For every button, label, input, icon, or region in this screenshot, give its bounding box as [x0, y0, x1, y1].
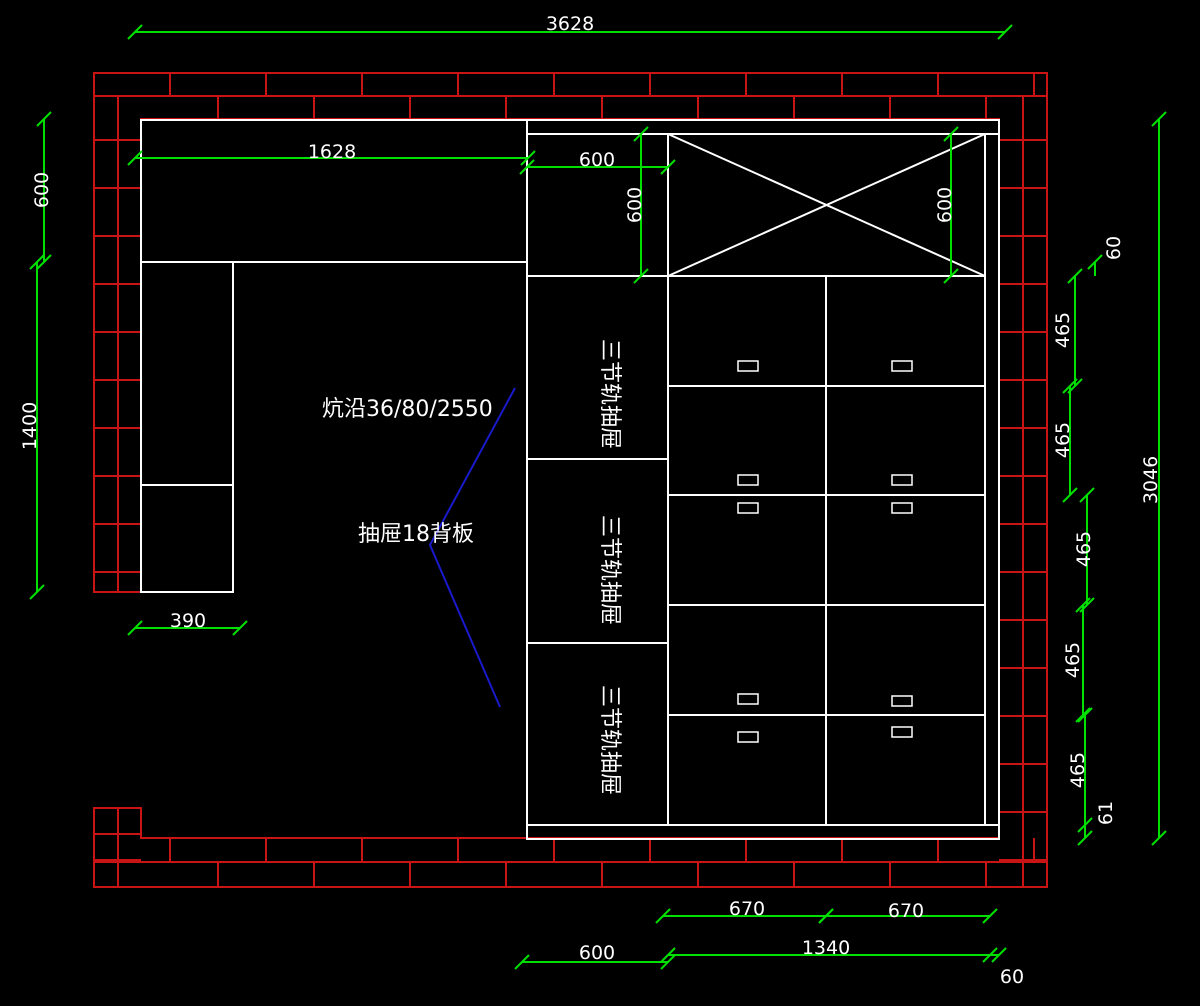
dim-tick	[127, 620, 143, 636]
dim-tick	[232, 620, 248, 636]
dim-tick	[520, 150, 536, 166]
dim-row-3: 465	[1073, 531, 1095, 567]
dim-row-1: 465	[1052, 312, 1074, 348]
handle	[891, 502, 913, 514]
dim-left-lower: 1400	[19, 402, 41, 450]
handle	[737, 360, 759, 372]
handle	[891, 695, 913, 707]
dim-tick	[997, 24, 1013, 40]
dim-tick	[660, 159, 676, 175]
dim-tick	[127, 24, 143, 40]
dim-tick	[36, 254, 52, 270]
dim-tick	[1077, 830, 1093, 846]
dim-tick	[514, 954, 530, 970]
dimension-lines	[29, 24, 1167, 970]
drawer-label-3: 三节轨抽屉	[597, 685, 622, 795]
brick-joints	[94, 73, 1047, 887]
dim-tick	[818, 908, 834, 924]
dim-tick	[1075, 707, 1091, 723]
dim-tick	[660, 954, 676, 970]
dim-box-width-top: 600	[579, 149, 615, 171]
leader-line	[428, 387, 516, 708]
dim-col-2: 670	[888, 900, 924, 922]
dim-tick	[1077, 707, 1093, 723]
dimension-texts: 3628 1628 600 600 600 600 1400 390 3046 …	[19, 13, 1162, 988]
drawer-label-2: 三节轨抽屉	[597, 515, 622, 625]
dim-bottom-gap-60: 60	[1000, 966, 1024, 988]
door-handles	[737, 360, 913, 743]
handle	[737, 502, 759, 514]
dim-tick	[660, 947, 676, 963]
dim-tick	[1067, 268, 1083, 284]
dim-tick	[29, 254, 45, 270]
handle	[737, 474, 759, 486]
dim-kang-side: 390	[170, 610, 206, 632]
handle	[891, 360, 913, 372]
x-box-diagonal-2	[667, 133, 986, 277]
dim-tick	[29, 584, 45, 600]
dim-tick	[982, 908, 998, 924]
dim-right-bottom-gap: 61	[1095, 801, 1117, 825]
dim-overall-height: 3046	[1140, 456, 1162, 504]
dim-row-4: 465	[1062, 642, 1084, 678]
dim-bottom-600: 600	[579, 942, 615, 964]
drawer-label-1: 三节轨抽屉	[597, 339, 622, 449]
brick-walls	[93, 72, 1048, 888]
kang-side-block	[140, 261, 234, 593]
handle	[737, 731, 759, 743]
kang-edge-label: 炕沿36/80/2550	[322, 397, 493, 422]
dim-tick	[519, 159, 535, 175]
dim-tick	[1151, 830, 1167, 846]
dim-tick	[633, 268, 649, 284]
dim-box-height-left: 600	[624, 187, 646, 223]
dim-tick	[1079, 487, 1095, 503]
cabinet-layout	[140, 119, 1000, 840]
drawer-back-label: 抽屉18背板	[358, 522, 474, 547]
dim-tick	[1087, 254, 1103, 270]
dim-tick	[943, 268, 959, 284]
dim-kang-length: 1628	[308, 141, 356, 163]
dim-box-height-right: 600	[934, 187, 956, 223]
dim-right-top-gap: 60	[1103, 236, 1125, 260]
dim-tick	[1062, 487, 1078, 503]
handle	[891, 474, 913, 486]
dim-tick	[655, 908, 671, 924]
dim-overall-width: 3628	[546, 13, 594, 35]
dim-tick	[36, 111, 52, 127]
dim-tick	[991, 947, 1007, 963]
dim-tick	[943, 126, 959, 142]
dim-tick	[1151, 111, 1167, 127]
wardrobe-outer	[526, 119, 1000, 840]
dim-row-2: 465	[1052, 422, 1074, 458]
dim-tick	[1062, 378, 1078, 394]
wall-outline	[93, 72, 1048, 888]
dim-tick	[127, 150, 143, 166]
handle	[737, 693, 759, 705]
dim-row-5: 465	[1067, 752, 1089, 788]
dim-col-1: 670	[729, 898, 765, 920]
dim-left-upper: 600	[31, 172, 53, 208]
dim-tick	[633, 126, 649, 142]
dim-bottom-1340: 1340	[802, 937, 850, 959]
dim-tick	[1075, 597, 1091, 613]
handle	[891, 726, 913, 738]
